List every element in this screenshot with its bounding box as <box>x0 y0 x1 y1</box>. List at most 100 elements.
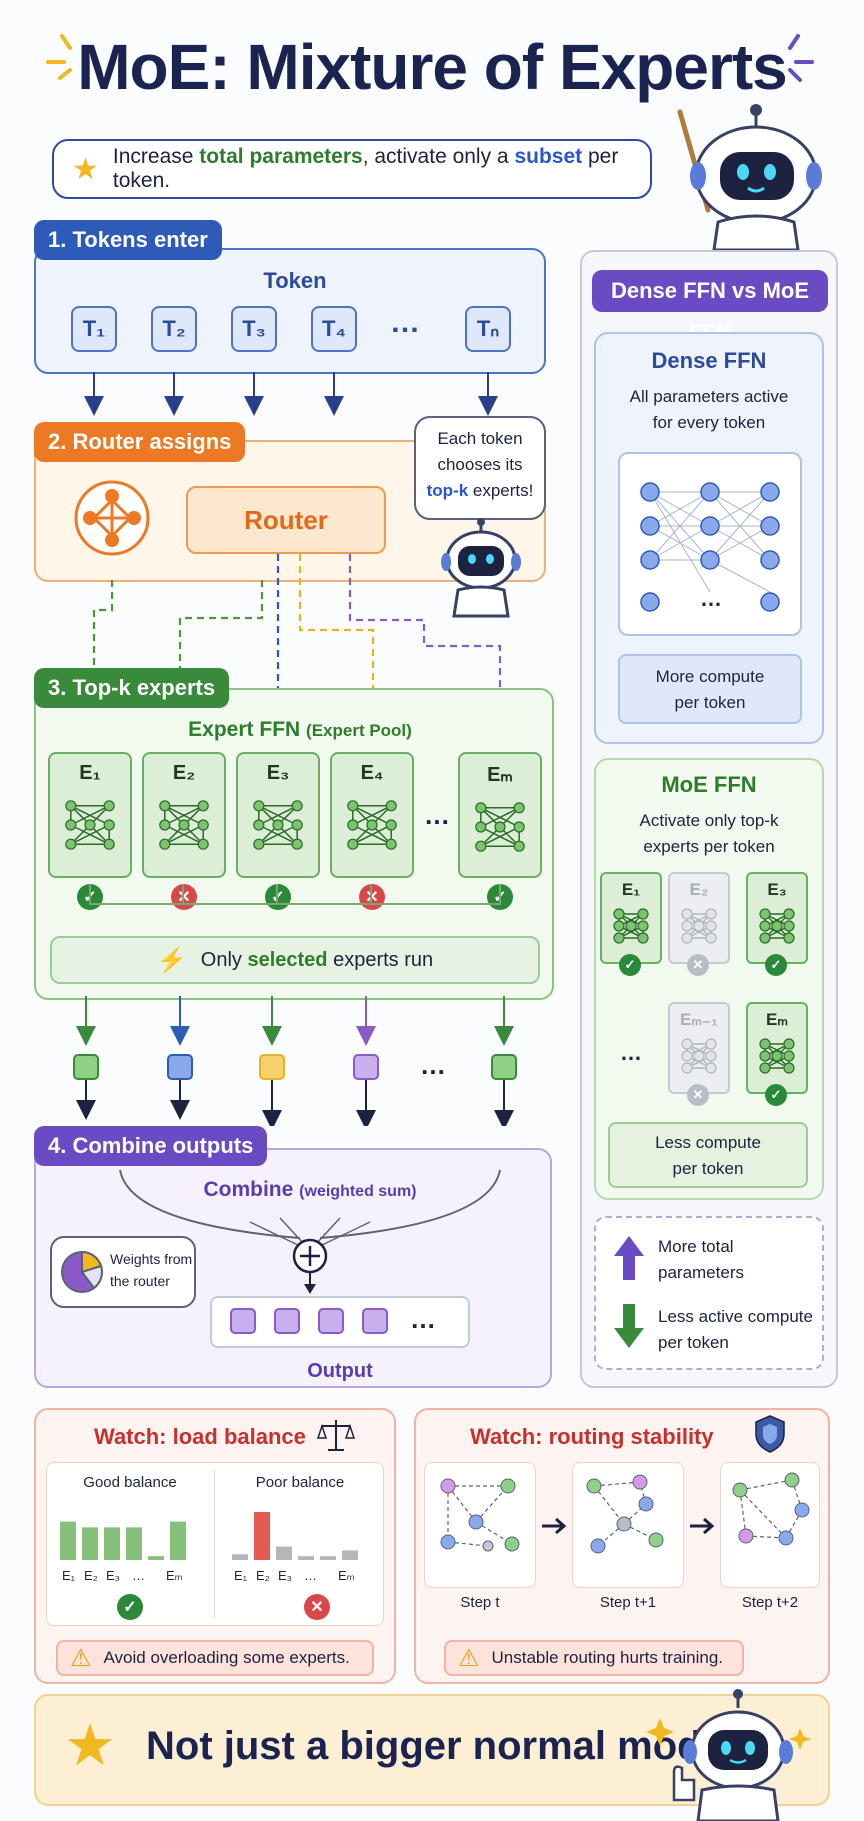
bubble-line-1: Each token <box>437 429 523 448</box>
good-check-icon: ✓ <box>117 1594 143 1620</box>
moe-desc-1: Activate only top-k <box>639 811 779 830</box>
moe-inactive-cross-icon: ✕ <box>687 954 709 976</box>
moe-mini-expert-label: E₁ <box>621 880 641 899</box>
bar-tick-label: E₁ <box>62 1568 76 1583</box>
expert-network-icon <box>65 800 115 850</box>
weights-bubble: Weights from the router <box>50 1236 196 1308</box>
routing-step-2-label: Step t+1 <box>599 1594 657 1611</box>
section-2-label: 2. Router assigns <box>34 422 246 462</box>
load-balance-warning: ⚠ Avoid overloading some experts. <box>56 1640 374 1676</box>
robot-small-icon <box>441 518 521 618</box>
poor-bar-3 <box>276 1546 292 1560</box>
expert-network-icon <box>475 802 525 852</box>
expert-network-icon <box>347 800 397 850</box>
expert-label: E₂ <box>172 762 196 784</box>
bar-tick-label: … <box>304 1568 317 1583</box>
robot-pointer-icon <box>677 104 822 250</box>
bar-tick-label: E₃ <box>106 1568 120 1583</box>
moe-mini-network-icon <box>613 908 649 944</box>
expert-card-2: E₂ <box>142 752 226 878</box>
token-4: T₄ <box>311 306 357 352</box>
experts-ellipsis: … <box>424 800 450 830</box>
warning-icon: ⚠ <box>70 1644 92 1672</box>
good-balance-chart <box>60 1521 186 1560</box>
legend-down-1: Less active compute <box>658 1307 813 1326</box>
routing-graph-3 <box>732 1472 810 1546</box>
output-token-3 <box>318 1308 344 1334</box>
moe-heading: MoE FFN <box>661 772 757 797</box>
weights-line-1: Weights from <box>110 1251 193 1267</box>
good-bar-5 <box>148 1556 164 1560</box>
router-speech-bubble: Each token chooses its top-k experts! <box>414 416 546 520</box>
arrow-up-icon <box>614 1236 644 1280</box>
output-ellipsis: … <box>410 1304 436 1334</box>
token-2: T₂ <box>151 306 197 352</box>
expert-label: Eₘ <box>487 764 513 786</box>
moe-mini-expert-label: E₃ <box>767 880 787 899</box>
bar-tick-label: Eₘ <box>166 1568 183 1583</box>
dense-note-2: per token <box>674 693 746 712</box>
dense-note-1: More compute <box>655 667 765 686</box>
expert-output-1 <box>73 1054 99 1080</box>
subtitle-bubble: ★ Increase total parameters, activate on… <box>52 139 652 199</box>
moe-mini-expert-1: E₁ <box>600 872 662 964</box>
poor-bar-5 <box>320 1556 336 1560</box>
token-n: Tₙ <box>465 306 511 352</box>
moe-mini-expert-label: Eₘ₋₁ <box>680 1010 718 1029</box>
good-balance-label: Good balance <box>83 1474 177 1491</box>
routing-step-3-card <box>720 1462 820 1588</box>
moe-mini-expert-3: E₃ <box>746 872 808 964</box>
routing-arrow-2 <box>690 1517 715 1535</box>
moe-mini-network-icon <box>759 1038 795 1074</box>
routing-lines <box>92 554 502 736</box>
output-token-2 <box>274 1308 300 1334</box>
bar-tick-label: E₁ <box>234 1568 248 1583</box>
good-bar-4 <box>126 1527 142 1560</box>
output-label: Output <box>307 1360 373 1382</box>
bar-tick-label: Eₘ <box>338 1568 355 1583</box>
routing-step-3-label: Step t+2 <box>741 1594 799 1611</box>
moe-ellipsis: … <box>620 1040 642 1065</box>
legend-up-2: parameters <box>658 1263 744 1282</box>
bar-tick-label: E₂ <box>84 1568 98 1583</box>
router-hub-icon <box>74 480 150 556</box>
legend-up-text: More total parameters <box>658 1234 744 1286</box>
expert-network-icon <box>253 800 303 850</box>
dense-network-graph <box>640 482 780 612</box>
tokens-panel <box>34 248 546 374</box>
routing-stability-title: Watch: routing stability <box>470 1424 714 1449</box>
poor-bar-1 <box>232 1554 248 1560</box>
star-icon: ★ <box>72 152 99 186</box>
poor-bar-4 <box>298 1556 314 1560</box>
page-title: MoE: Mixture of Experts <box>77 31 788 103</box>
expert-label: E₃ <box>266 762 290 784</box>
warning-icon: ⚠ <box>458 1644 480 1672</box>
pie-weights-icon <box>61 1250 103 1293</box>
poor-balance-label: Poor balance <box>255 1474 345 1491</box>
output-token-1 <box>230 1308 256 1334</box>
expert-pool-heading: Expert FFN (Expert Pool) <box>188 718 412 741</box>
good-bar-1 <box>60 1521 76 1560</box>
moe-desc: Activate only top-k experts per token <box>594 808 824 860</box>
legend-down-2: per token <box>658 1333 729 1352</box>
outputs-ellipsis: … <box>420 1050 446 1080</box>
moe-mini-expert-label: Eₘ <box>766 1010 788 1029</box>
routing-warning: ⚠ Unstable routing hurts training. <box>444 1640 744 1676</box>
bubble-line-2: chooses its <box>437 455 523 474</box>
weights-line-2: the router <box>110 1273 170 1289</box>
sparkle-left-icon <box>46 34 72 80</box>
dense-desc: All parameters active for every token <box>594 384 824 436</box>
moe-active-check-icon: ✓ <box>619 954 641 976</box>
dense-ellipsis: … <box>700 586 722 611</box>
dense-heading: Dense FFN <box>651 348 767 373</box>
selected-experts-note: ⚡ Only selected experts run <box>50 936 540 984</box>
section-4-label: 4. Combine outputs <box>34 1126 268 1166</box>
moe-mini-expert-5: Eₘ <box>746 1002 808 1094</box>
expert-card-5: Eₘ <box>458 752 542 878</box>
moe-inactive-cross-icon: ✕ <box>687 1084 709 1106</box>
expert-card-1: E₁ <box>48 752 132 878</box>
expert-network-icon <box>159 800 209 850</box>
banner-star-icon: ★ <box>64 1713 116 1778</box>
load-balance-warning-text: Avoid overloading some experts. <box>103 1648 350 1667</box>
